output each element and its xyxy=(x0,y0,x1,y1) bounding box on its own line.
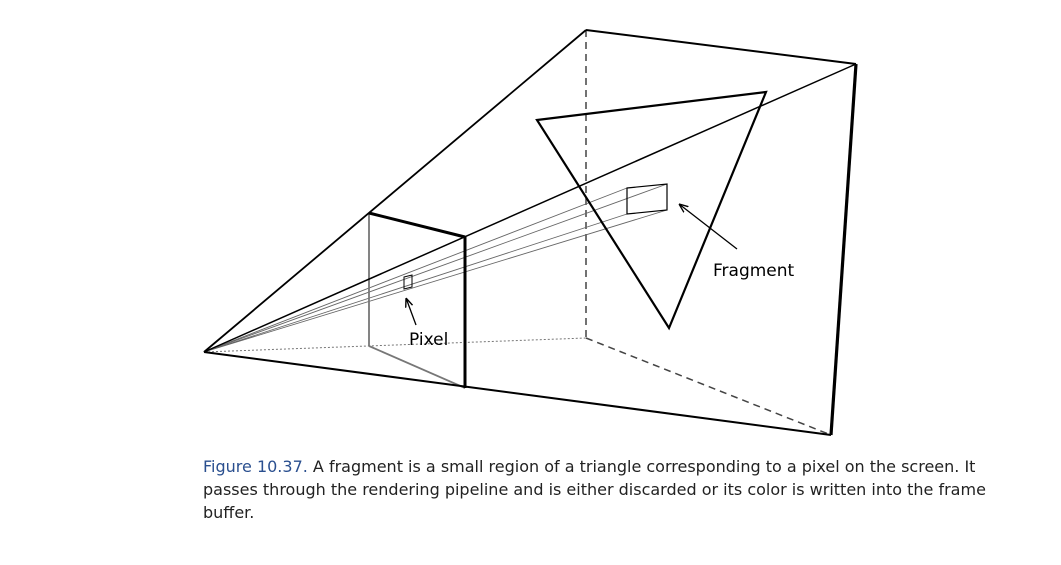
view-rays xyxy=(203,183,668,353)
pixel-label: Pixel xyxy=(409,330,448,350)
frustum-top-edge xyxy=(585,29,857,65)
eye-to-back-corner-dotted-line xyxy=(203,337,587,353)
fragment-label: Fragment xyxy=(713,261,795,281)
frustum-diagonal-edge xyxy=(203,63,857,353)
pixel-pointer-arrow xyxy=(406,298,417,326)
frustum-top-left-edge xyxy=(203,29,587,353)
fragment-pointer-arrow xyxy=(679,204,738,250)
scene-triangle xyxy=(535,90,768,331)
view-ray xyxy=(203,183,668,353)
view-ray xyxy=(203,187,628,353)
frustum-visible-edges xyxy=(203,29,858,436)
caption-text: A fragment is a small region of a triang… xyxy=(203,457,986,522)
screen-plane xyxy=(368,211,467,389)
pixel-square xyxy=(403,274,413,290)
fragment-box xyxy=(626,183,668,215)
figure-caption: Figure 10.37. A fragment is a small regi… xyxy=(203,455,1033,524)
view-ray xyxy=(203,209,668,353)
hidden-bottom-edge xyxy=(585,337,832,436)
frustum-far-right-edge xyxy=(829,63,858,436)
view-ray xyxy=(203,213,628,353)
frustum-hidden-edges xyxy=(203,30,832,436)
rendering-frustum-diagram: Fragment Pixel xyxy=(203,29,858,436)
screen-top-edge xyxy=(368,211,466,239)
frustum-bottom-edge xyxy=(203,351,832,436)
figure-number: Figure 10.37. xyxy=(203,457,308,476)
screen-bottom-edge xyxy=(368,345,466,389)
